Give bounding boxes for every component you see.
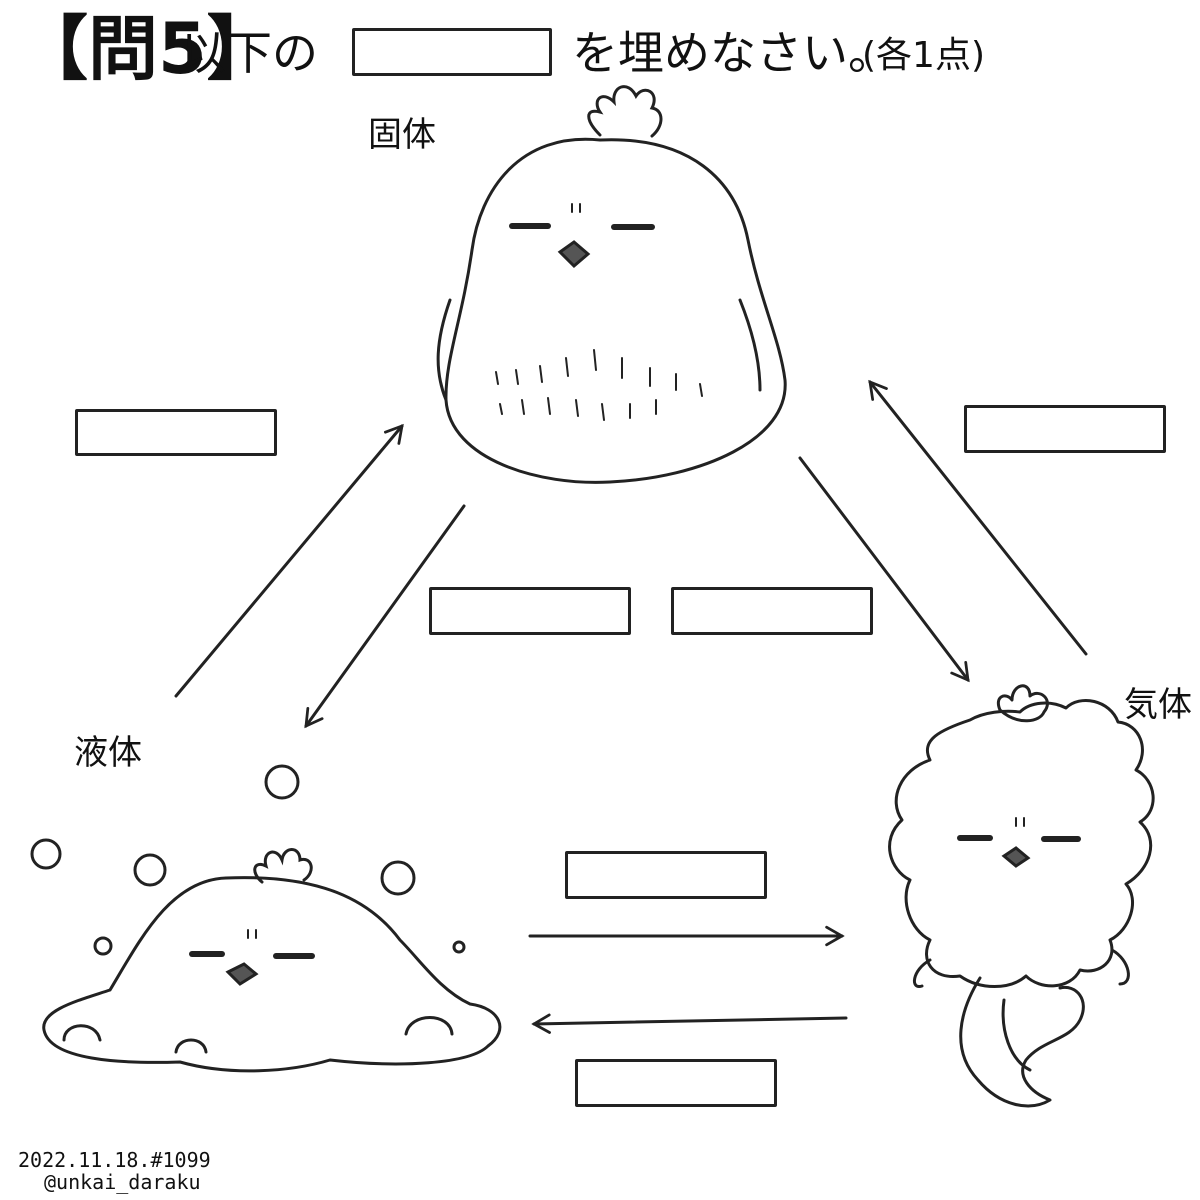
title-example-blank [352, 28, 552, 76]
solid-bird-illustration [436, 85, 787, 484]
liquid-bird-beak [225, 962, 259, 986]
blank-gas-to-solid[interactable] [964, 405, 1166, 453]
date-number: 2022.11.18.#1099 [18, 1148, 211, 1172]
artist-handle: @unkai_daraku [44, 1170, 201, 1194]
arrow-solid-to-gas [798, 456, 970, 683]
gas-bird-illustration [888, 684, 1155, 1108]
question-label: 【問5】 [18, 8, 277, 90]
bubbles [30, 764, 466, 956]
label-gas: 気体 [1124, 685, 1192, 725]
arrow-gas-to-liquid [531, 1013, 848, 1034]
solid-bird-beak [557, 240, 591, 269]
blank-solid-to-gas[interactable] [671, 587, 873, 635]
arrow-gas-to-solid [868, 379, 1088, 656]
blank-liquid-to-gas[interactable] [565, 851, 767, 899]
liquid-bird-illustration [42, 848, 502, 1073]
label-liquid: 液体 [74, 733, 142, 773]
arrow-liquid-to-solid [174, 423, 404, 698]
arrow-solid-to-liquid [304, 504, 466, 729]
blank-solid-to-liquid[interactable] [429, 587, 631, 635]
label-solid: 固体 [368, 115, 436, 155]
gas-bird-beak [1001, 846, 1031, 868]
transition-arrows [174, 379, 1088, 1034]
blank-liquid-to-solid[interactable] [75, 409, 277, 456]
instruction-text-before: 以下の [180, 26, 318, 80]
blank-gas-to-liquid[interactable] [575, 1059, 777, 1107]
instruction-text-after: を埋めなさい。 [572, 26, 894, 80]
points-note: (各1点) [862, 35, 985, 76]
